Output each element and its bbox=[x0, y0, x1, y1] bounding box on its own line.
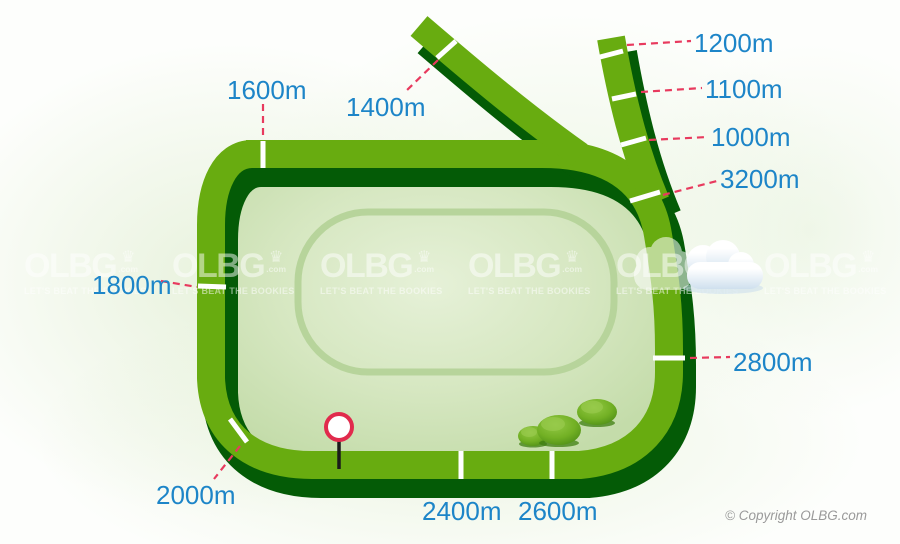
watermark-tagline: LET'S BEAT THE BOOKIES bbox=[468, 286, 591, 296]
olbg-watermark: OLBG ♛ .com LET'S BEAT THE BOOKIES bbox=[616, 249, 761, 296]
pointer-2800m bbox=[689, 355, 731, 360]
pointer-2000m bbox=[213, 445, 241, 480]
marker-line-2000m bbox=[227, 417, 250, 444]
distance-label-1100m: 1100m bbox=[705, 74, 783, 104]
watermark-brand: OLBG bbox=[616, 247, 710, 285]
olbg-watermark: OLBG ♛ .com LET'S BEAT THE BOOKIES bbox=[764, 249, 900, 296]
watermark-tagline: LET'S BEAT THE BOOKIES bbox=[764, 286, 887, 296]
olbg-watermark: OLBG ♛ .com LET'S BEAT THE BOOKIES bbox=[172, 249, 317, 296]
distance-label-2400m: 2400m bbox=[422, 496, 502, 526]
watermark-tagline: LET'S BEAT THE BOOKIES bbox=[172, 286, 295, 296]
distance-label-1200m: 1200m bbox=[694, 28, 774, 58]
pointer-1200m bbox=[626, 39, 692, 47]
watermark-brand: OLBG bbox=[764, 247, 858, 285]
infield bbox=[211, 154, 669, 465]
winning-post bbox=[324, 412, 354, 469]
distance-label-2000m: 2000m bbox=[156, 480, 236, 510]
distance-label-3200m: 3200m bbox=[720, 164, 800, 194]
distance-label-2800m: 2800m bbox=[733, 347, 813, 377]
watermark-domain: .com bbox=[710, 264, 731, 274]
winning-post-circle bbox=[324, 412, 354, 442]
marker-line-1100m bbox=[611, 91, 637, 102]
marker-line-1000m bbox=[620, 135, 647, 148]
distance-label-2600m: 2600m bbox=[518, 496, 598, 526]
watermark-brand: OLBG bbox=[320, 247, 414, 285]
distance-label-1600m: 1600m bbox=[227, 75, 307, 105]
main-oval bbox=[197, 140, 683, 479]
marker-line-3200m bbox=[629, 189, 661, 204]
bushes bbox=[518, 399, 617, 448]
watermark-brand: OLBG bbox=[172, 247, 266, 285]
bush bbox=[577, 399, 617, 427]
pointer-1000m bbox=[648, 135, 709, 142]
distance-label-1800m: 1800m bbox=[92, 270, 172, 300]
watermark-domain: .com bbox=[858, 264, 879, 274]
distance-label-1400m: 1400m bbox=[346, 92, 426, 122]
chute-1400m bbox=[410, 16, 588, 166]
olbg-watermark: OLBG ♛ .com LET'S BEAT THE BOOKIES bbox=[468, 249, 613, 296]
marker-line-1200m bbox=[599, 48, 624, 60]
pointer-1100m bbox=[640, 86, 703, 94]
olbg-watermark: OLBG ♛ .com LET'S BEAT THE BOOKIES bbox=[320, 249, 465, 296]
watermark-domain: .com bbox=[562, 264, 583, 274]
bush bbox=[537, 415, 581, 447]
bush bbox=[518, 426, 548, 448]
marker-line-1400m bbox=[435, 39, 458, 60]
pointer-1400m bbox=[404, 59, 439, 93]
pointer-3200m bbox=[662, 179, 718, 197]
chute-1200m bbox=[597, 35, 669, 208]
watermark-tagline: LET'S BEAT THE BOOKIES bbox=[320, 286, 443, 296]
watermark-tagline: LET'S BEAT THE BOOKIES bbox=[616, 286, 739, 296]
copyright-notice: © Copyright OLBG.com bbox=[725, 508, 867, 523]
watermark-domain: .com bbox=[266, 264, 287, 274]
watermark-brand: OLBG bbox=[468, 247, 562, 285]
watermark-domain: .com bbox=[414, 264, 435, 274]
distance-label-1000m: 1000m bbox=[711, 122, 791, 152]
